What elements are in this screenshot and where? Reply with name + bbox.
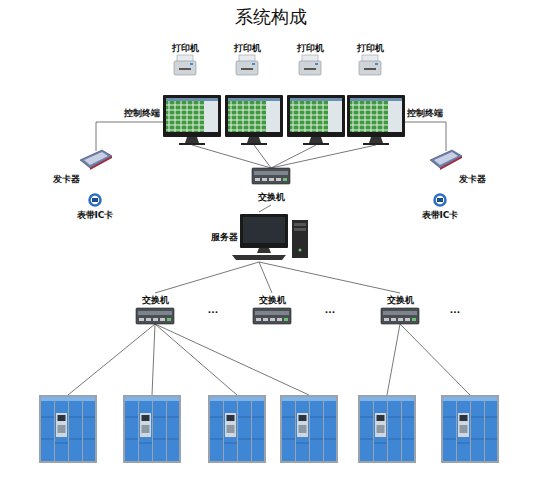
device-label: 交换机: [142, 295, 169, 306]
device-node: 服务器: [205, 212, 313, 262]
device-node: 交换机: [250, 164, 292, 205]
device-label: 发卡器: [53, 174, 80, 185]
device-label: 交换机: [259, 295, 286, 306]
device-label: 表带IC卡: [77, 210, 114, 221]
monitor-icons: [163, 95, 405, 145]
printer-icons: [174, 55, 381, 75]
device-label: 打印机: [297, 43, 324, 54]
network-link: [155, 262, 259, 293]
card-reader-icons: [80, 150, 462, 170]
device-node: 交换机: [135, 293, 175, 328]
device-node: 打印机: [229, 41, 265, 77]
device-label: 打印机: [357, 43, 384, 54]
device-node: 打印机: [352, 41, 388, 77]
diagram-title: 系统构成: [235, 6, 307, 28]
device-node: 打印机: [292, 41, 328, 77]
note-label: ···: [325, 307, 335, 318]
network-link: [259, 262, 272, 293]
switch-icons: [136, 168, 419, 324]
note-label: 控制终端: [407, 108, 443, 119]
device-label: 打印机: [172, 43, 199, 54]
ic-card-icons: [90, 195, 446, 206]
network-wires: [68, 122, 470, 395]
device-node: 发卡器: [50, 148, 114, 187]
device-node: 表带IC卡: [420, 192, 462, 224]
device-node: 打印机: [167, 41, 203, 77]
device-label: 表带IC卡: [422, 210, 459, 221]
locker-icons: [39, 395, 499, 463]
note-label: 控制终端: [124, 108, 160, 119]
device-node: 交换机: [380, 293, 420, 328]
device-label: 打印机: [234, 43, 261, 54]
network-link: [259, 205, 271, 212]
device-label: 交换机: [258, 192, 285, 203]
network-link: [259, 262, 400, 293]
note-label: ···: [450, 307, 460, 318]
device-label: 服务器: [211, 232, 238, 243]
device-node: 表带IC卡: [75, 192, 116, 224]
note-label: ···: [208, 307, 218, 318]
device-node: 交换机: [252, 293, 292, 328]
server-icon: [232, 214, 308, 260]
device-label: 发卡器: [459, 174, 486, 185]
device-node: 发卡器: [428, 148, 488, 187]
device-label: 交换机: [387, 295, 414, 306]
